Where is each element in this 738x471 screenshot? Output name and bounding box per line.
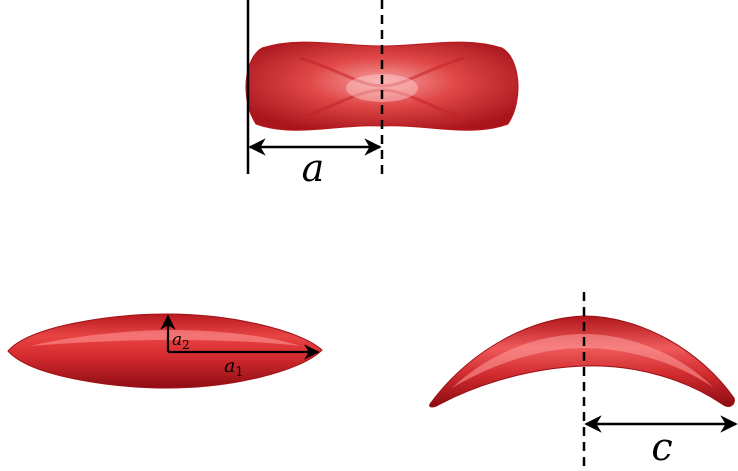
ellipsoid-minor-axis-label: a2 [172, 330, 190, 352]
ellipsoid-panel: a2 a1 [7, 313, 323, 389]
discocyte-panel: a [245, 0, 519, 190]
major-label-subscript: 1 [235, 365, 243, 380]
sickle-panel: c [429, 292, 738, 471]
sickle-highlight [452, 334, 714, 388]
ellipsoid-highlight [30, 330, 300, 346]
ellipsoid-major-axis-label: a1 [224, 355, 244, 380]
discocyte-concavity-upper [299, 56, 465, 88]
minor-label-subscript: 2 [182, 338, 190, 352]
sickle-cell [429, 315, 735, 408]
discocyte-highlight [346, 74, 418, 102]
major-label-base: a [224, 355, 235, 377]
sickle-curvature-label: c [651, 425, 672, 469]
minor-label-base: a [172, 330, 182, 350]
discocyte-radius-label: a [302, 146, 325, 190]
ellipsoid-cell [7, 313, 323, 389]
